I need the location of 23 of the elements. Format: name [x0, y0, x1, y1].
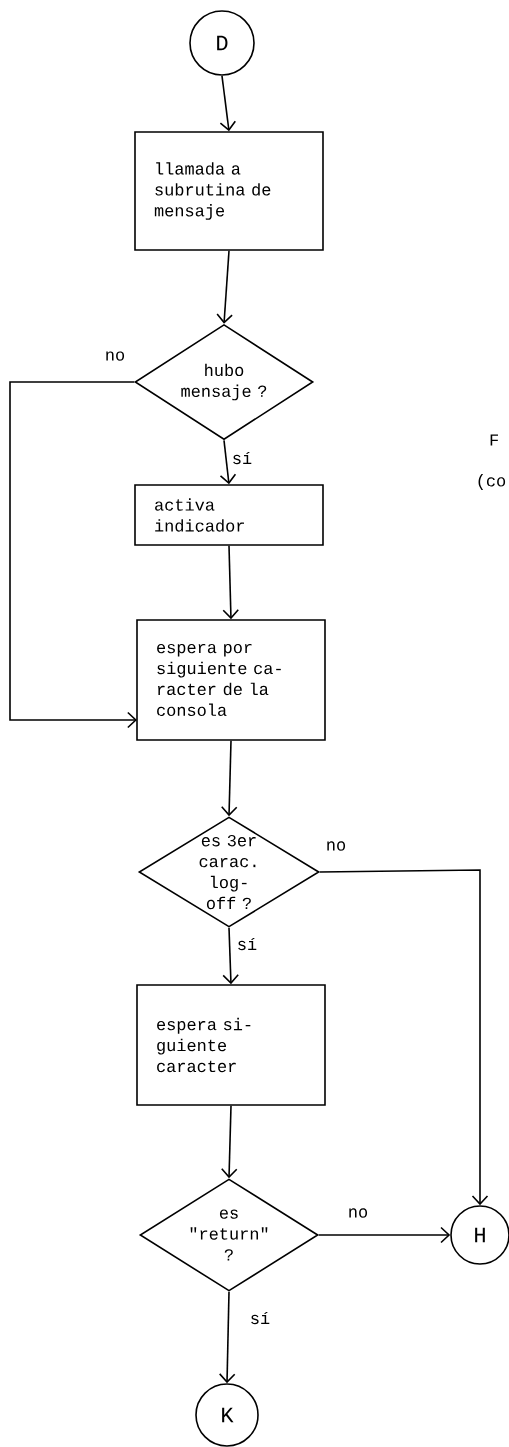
edge-label: sí	[235, 936, 259, 952]
arrow	[220, 1105, 238, 1179]
process-box: espera si- guiente caracter	[136, 984, 326, 1106]
edge-label: no	[346, 1207, 370, 1219]
arrow	[220, 740, 238, 817]
margin-text: (co	[478, 474, 506, 490]
arrow	[222, 927, 239, 985]
arrow	[219, 75, 237, 132]
edge-label: sí	[230, 450, 254, 466]
edge-label: no	[324, 840, 348, 852]
arrow	[218, 1291, 236, 1384]
margin-text: F	[490, 434, 498, 446]
arrow	[9, 381, 137, 729]
process-box: activa indicador	[134, 484, 324, 546]
arrow	[319, 869, 489, 1206]
arrow	[216, 250, 233, 324]
arrow	[219, 439, 237, 485]
process-box: espera por siguiente ca- racter de la consola	[136, 619, 326, 741]
edge-label: no	[103, 350, 127, 362]
arrow	[222, 545, 240, 620]
edge-label: sí	[248, 1310, 272, 1326]
arrow	[318, 1226, 451, 1244]
process-box: llamada a subrutina de mensaje	[134, 131, 324, 251]
